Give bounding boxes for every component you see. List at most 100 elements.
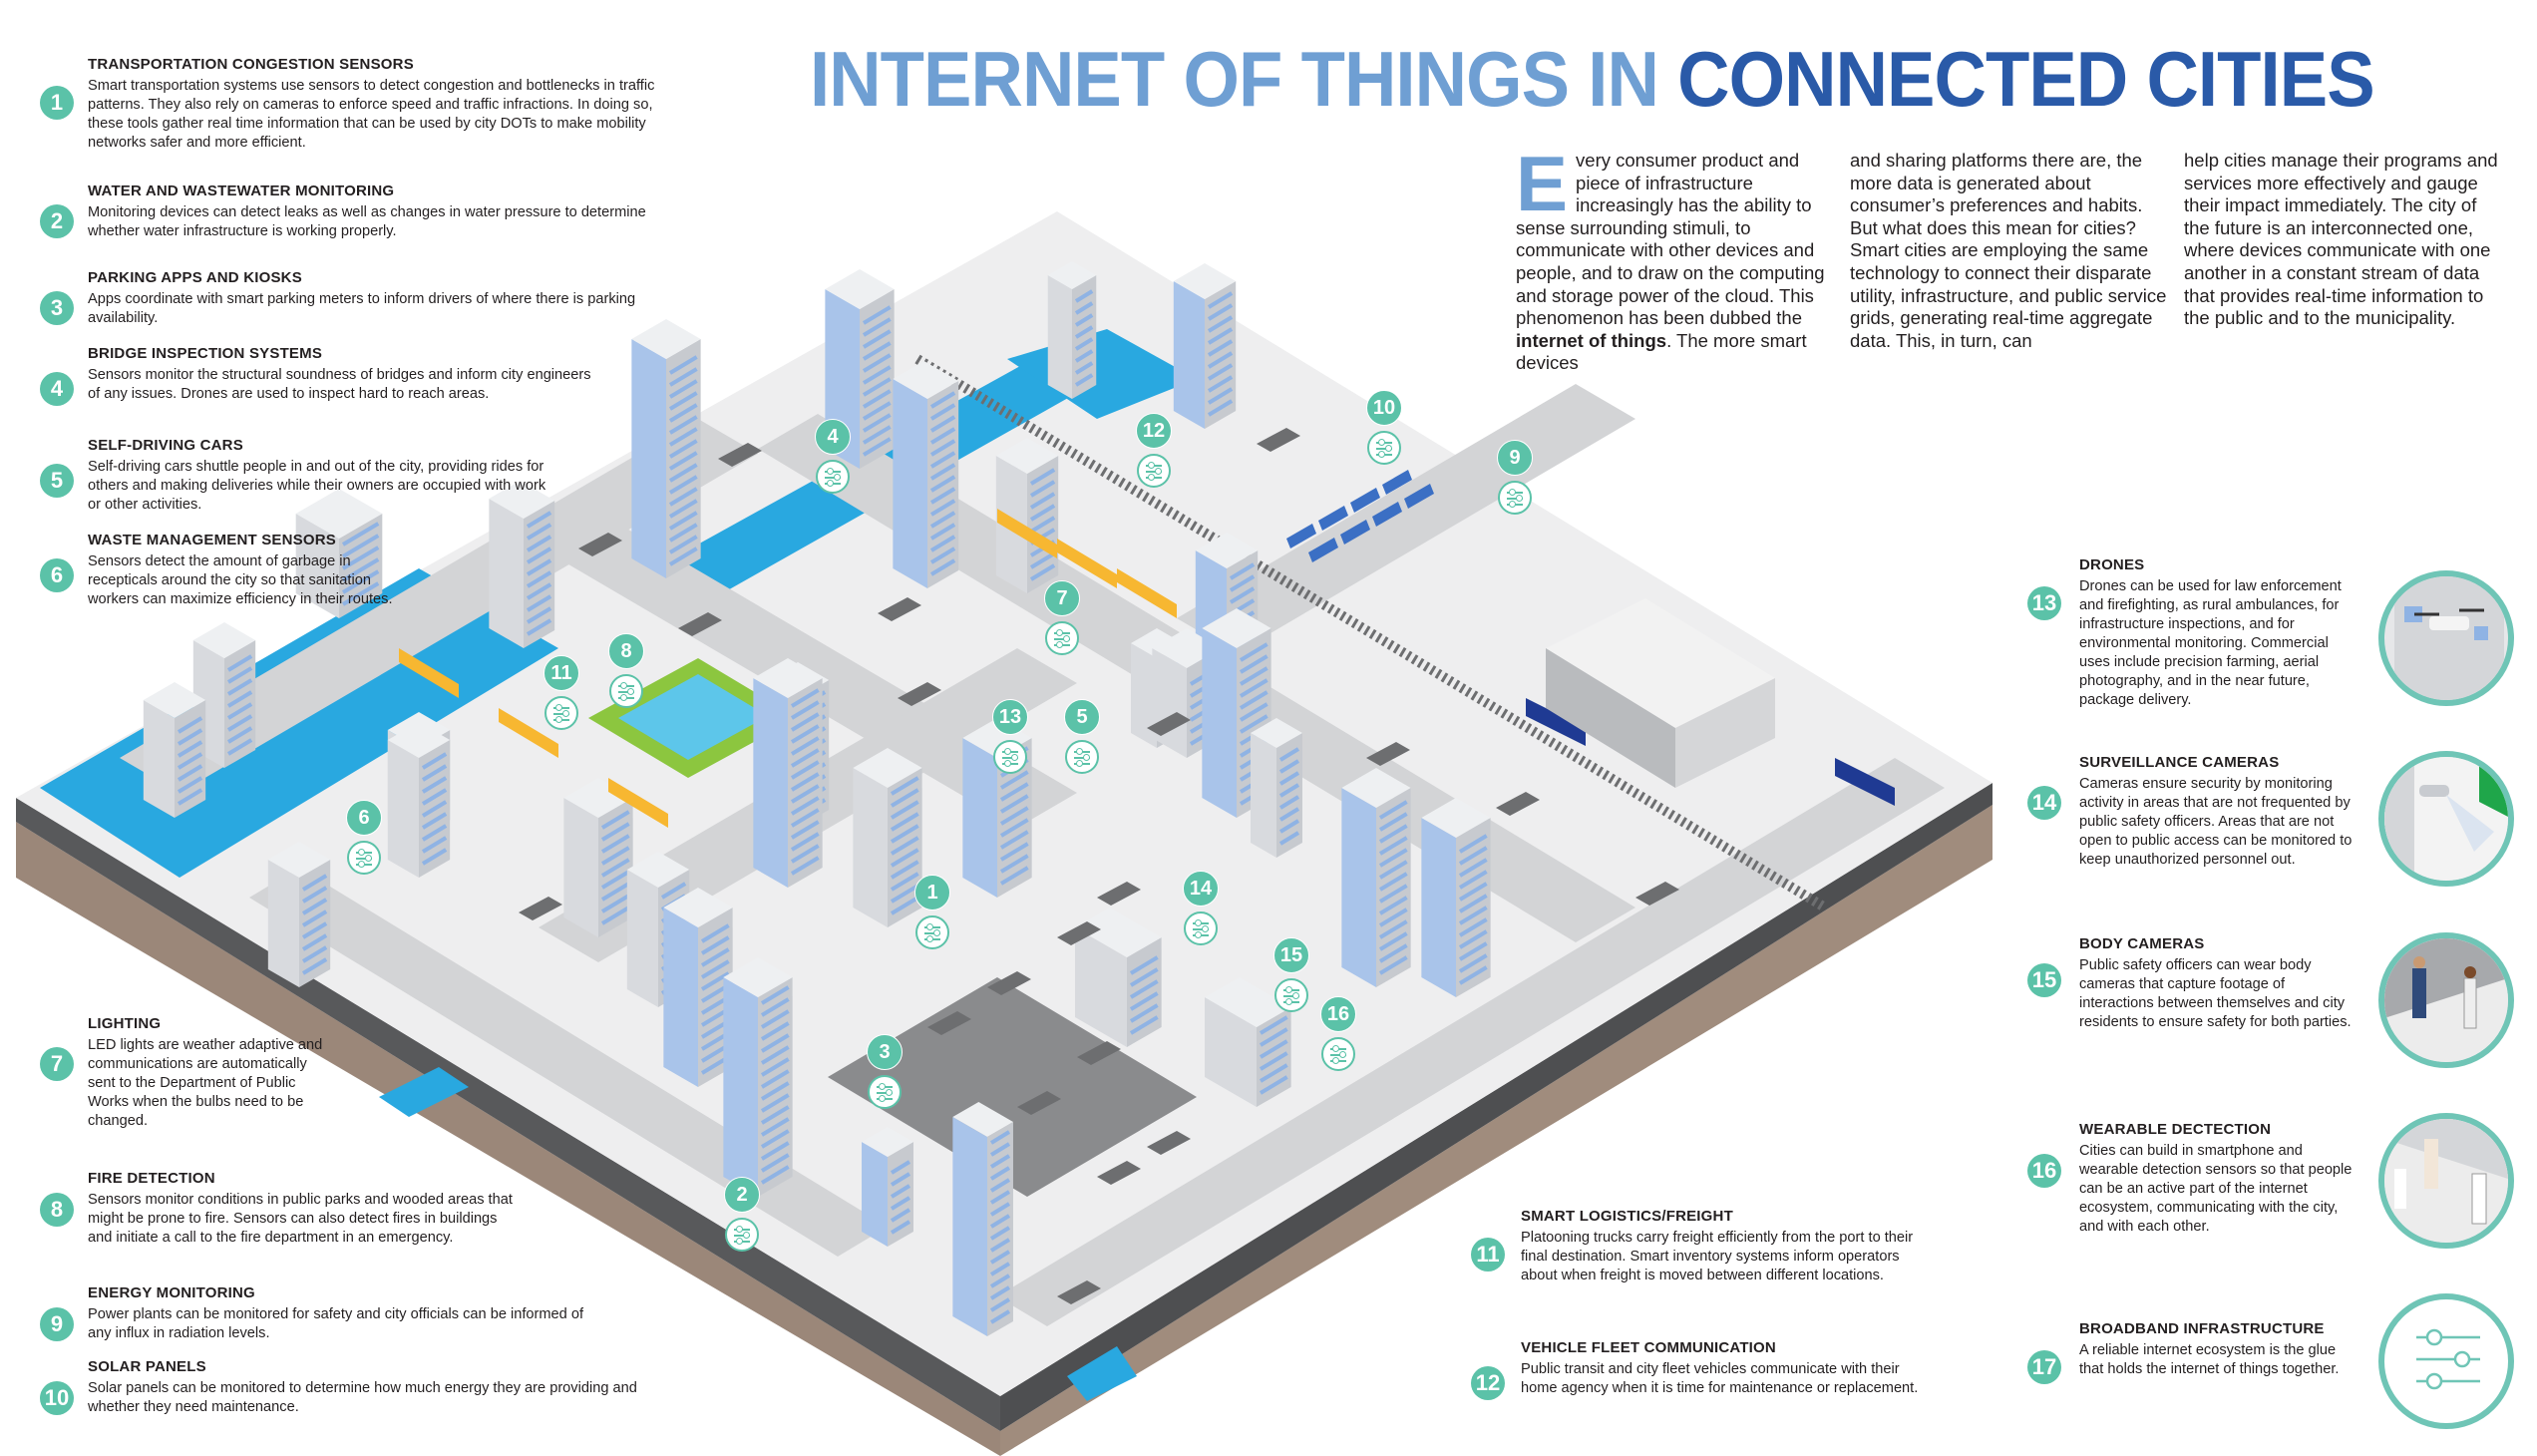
item-text: Cameras ensure security by monitoring ac… [2079, 776, 2353, 868]
building-roof [893, 361, 959, 399]
map-marker: 6 [346, 800, 382, 875]
marker-number: 12 [1136, 413, 1172, 449]
building-left-face [723, 977, 758, 1197]
building-roof [663, 888, 733, 927]
window-row [790, 772, 820, 792]
window-row [989, 1214, 1011, 1229]
car [927, 1011, 971, 1035]
map-marker: 8 [608, 633, 644, 708]
map-marker: 11 [544, 655, 579, 730]
map-marker: 3 [867, 1034, 903, 1109]
window-row [700, 971, 730, 991]
window-row [862, 317, 892, 337]
vehicles [399, 428, 1895, 1304]
building [1173, 263, 1237, 429]
window-row [890, 872, 919, 892]
solar-panel [1308, 538, 1338, 562]
window-row [421, 776, 448, 794]
building-left-face [663, 908, 698, 1087]
building-roof [1341, 768, 1411, 808]
window-row [668, 451, 698, 471]
window-row [1029, 468, 1056, 486]
building [952, 1102, 1013, 1336]
solar-panel [1286, 524, 1316, 548]
window-row [341, 534, 380, 558]
building-roof [825, 269, 895, 309]
building-left-face [853, 768, 888, 927]
window-row [929, 558, 956, 576]
window-row [301, 874, 328, 892]
window-row [1378, 812, 1408, 832]
car [1017, 1091, 1061, 1115]
window-row [999, 854, 1029, 874]
window-row [760, 1153, 790, 1173]
sensor-sliders-icon [868, 1075, 902, 1109]
body-camera-vignette [2378, 932, 2514, 1068]
car [1366, 742, 1410, 766]
window-row [1458, 882, 1488, 902]
window-row [700, 959, 730, 979]
window-row [1259, 1027, 1288, 1047]
marker-number: 15 [1273, 937, 1309, 973]
window-row [1378, 919, 1408, 939]
window-row [760, 1009, 790, 1029]
window-row [929, 487, 956, 505]
broadband-vignette [2378, 1293, 2514, 1429]
map-marker: 14 [1183, 871, 1219, 945]
window-row [1378, 896, 1408, 915]
number-badge: 10 [40, 1381, 74, 1415]
security-camera-icon [2384, 757, 2508, 881]
building-roof [1251, 718, 1302, 748]
window-row [301, 898, 328, 915]
window-row [421, 800, 448, 818]
intro-text-bold: internet of things [1516, 329, 1667, 351]
window-row [526, 570, 552, 588]
title-part-1: INTERNET OF THINGS IN [810, 35, 1659, 123]
window-row [1259, 1063, 1288, 1083]
window-row [790, 760, 820, 780]
window-row [890, 1172, 911, 1187]
item-text: Sensors detect the amount of garbage in … [88, 553, 393, 607]
building-left-face [1251, 733, 1276, 858]
window-row [790, 712, 820, 732]
window-row [1458, 965, 1488, 985]
platform-rim-left [16, 798, 1000, 1431]
window-row [700, 935, 730, 955]
window-row [600, 858, 630, 878]
window-row [1278, 819, 1300, 834]
window-row [301, 957, 328, 975]
window-row [1207, 387, 1234, 405]
building [853, 748, 922, 927]
window-row [1259, 1075, 1288, 1095]
marker-number: 6 [346, 800, 382, 836]
window-row [1074, 373, 1094, 387]
window-row [421, 824, 448, 842]
sensor-sliders-icon [1137, 454, 1171, 488]
drone-icon [2394, 576, 2504, 700]
window-row [989, 1309, 1011, 1324]
window-row [989, 1178, 1011, 1193]
building-left-face [1202, 628, 1237, 818]
window-row [421, 812, 448, 830]
number-badge: 6 [40, 558, 74, 592]
number-badge: 4 [40, 372, 74, 406]
building-roof [1047, 261, 1097, 289]
map-marker: 16 [1320, 996, 1356, 1071]
window-row [668, 463, 698, 483]
map-marker: 9 [1497, 440, 1533, 515]
window-row [1458, 846, 1488, 866]
building-left-face [1205, 997, 1257, 1107]
window-row [177, 740, 203, 758]
window-row [999, 818, 1029, 838]
window-row [700, 947, 730, 967]
window-row [1129, 1015, 1159, 1035]
window-row [790, 748, 820, 768]
window-row [890, 1196, 911, 1211]
window-row [790, 688, 820, 708]
number-badge: 1 [40, 86, 74, 120]
